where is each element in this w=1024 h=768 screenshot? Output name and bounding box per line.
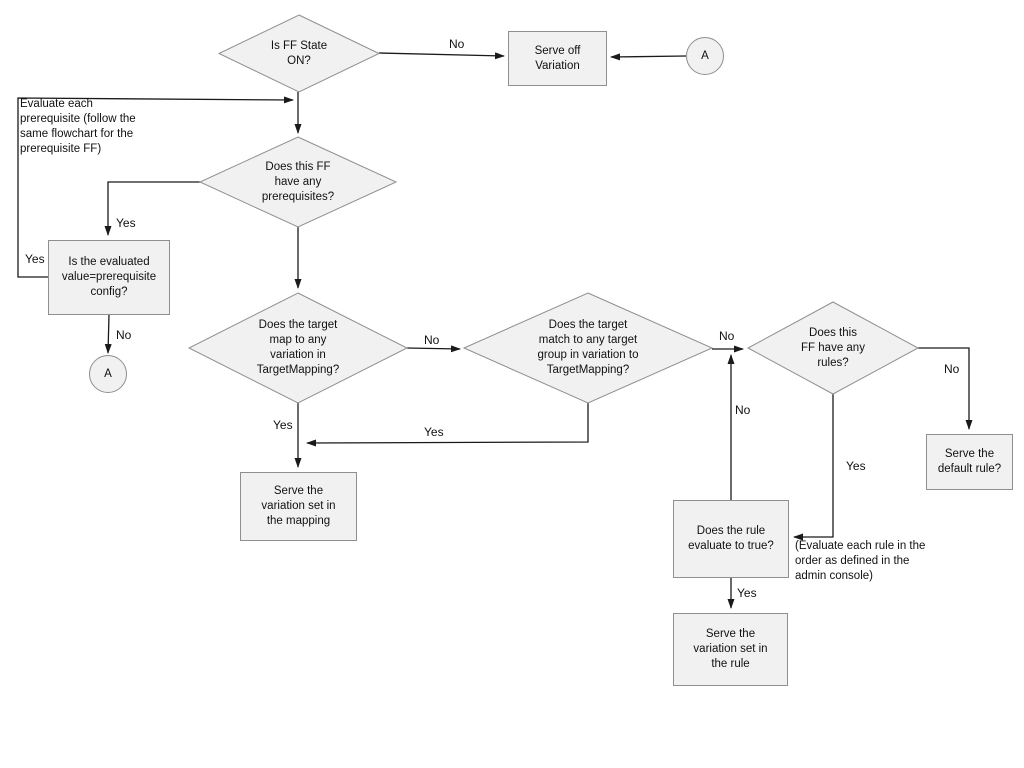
edge-label-yes-prereq: Yes: [116, 216, 136, 230]
serve-default-rule-box: Serve the default rule?: [926, 434, 1013, 490]
target-mapping-decision: [187, 292, 409, 404]
edge-label-yes-rules: Yes: [846, 459, 866, 473]
connector-a-top: A: [686, 37, 724, 75]
edge-rulescheck-no-to-servedefault: [918, 347, 973, 430]
serve-mapping-variation-box: Serve the variation set in the mapping: [240, 472, 357, 541]
ff-state-label: Is FF State ON?: [270, 39, 328, 67]
prerequisites-label: Does this FF have any prerequisites?: [261, 160, 335, 203]
prereq-eval-box: Is the evaluated value=prerequisite conf…: [48, 240, 170, 315]
edge-prereqeval-yes-loop: [17, 96, 294, 278]
edge-prereqcheck-yes-to-prereqeval: [104, 181, 200, 236]
target-mapping-label: Does the target map to any variation in …: [256, 319, 340, 376]
ff-state-decision: [217, 14, 381, 93]
edge-label-yes-eval-loop: Yes: [25, 252, 45, 266]
rules-label: Does this FF have any rules?: [801, 326, 865, 369]
edge-label-no-eval: No: [116, 328, 132, 342]
serve-off-variation-box: Serve off Variation: [508, 31, 607, 86]
edge-label-yes-rule-eval: Yes: [737, 586, 757, 600]
serve-rule-variation-box: Serve the variation set in the rule: [673, 613, 788, 686]
edge-connector-a-to-serveoff: [610, 53, 687, 61]
target-group-decision: [462, 292, 714, 404]
edge-label-yes-target-group: Yes: [424, 425, 444, 439]
connector-a-left: A: [89, 355, 127, 393]
edge-targetgroup-yes-to-servemapping: [306, 403, 589, 447]
edge-prereqeval-no-to-connector: [104, 314, 112, 354]
prerequisites-decision: [198, 136, 398, 228]
edge-label-yes-target-map: Yes: [273, 418, 293, 432]
rules-decision: [746, 301, 920, 395]
edge-targetmap-no-to-targetgroup: [406, 345, 461, 353]
rules-order-note: (Evaluate each rule in the order as defi…: [795, 540, 926, 582]
edge-label-no-target-group: No: [719, 329, 735, 343]
edge-label-no-rule-eval: No: [735, 403, 751, 417]
edge-label-no-rules: No: [944, 362, 960, 376]
edge-label-no-ff-state: No: [449, 37, 465, 51]
rule-eval-box: Does the rule evaluate to true?: [673, 500, 789, 578]
edge-ffstate-no-to-serveoff: [378, 52, 505, 60]
prerequisite-note: Evaluate each prerequisite (follow the s…: [20, 98, 136, 155]
edge-rulescheck-yes-to-ruleeval: [793, 394, 834, 541]
edge-label-no-target-map: No: [424, 333, 440, 347]
target-group-label: Does the target match to any target grou…: [537, 319, 639, 376]
